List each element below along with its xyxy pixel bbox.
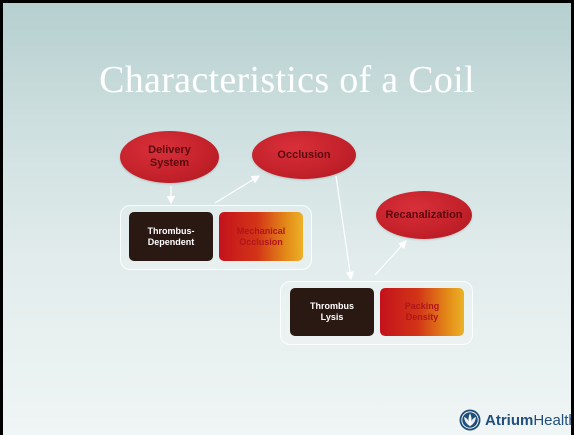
arrow-group2-to-recanalization: [374, 240, 407, 276]
node-packing-density-line2: Density: [405, 312, 439, 322]
node-recanalization-label: Recanalization: [385, 208, 463, 221]
connector-arrows: [166, 175, 407, 281]
atrium-health-logo-icon: [459, 409, 481, 431]
arrow-group1-to-occlusion: [214, 175, 261, 204]
logo-brand-light: Health: [533, 411, 574, 429]
logo-brand-bold: Atrium: [485, 411, 534, 429]
node-packing-density-line1: Packing: [404, 301, 440, 311]
node-mechanical-occlusion-line1: Mechanical: [236, 225, 286, 236]
node-thrombus-dependent-line1: Thrombus-: [147, 225, 195, 236]
node-thrombus-lysis-line2: Lysis: [320, 312, 344, 322]
node-thrombus-lysis: Thrombus Lysis: [290, 288, 374, 336]
atrium-health-logo: AtriumHealth: [459, 409, 574, 431]
node-mechanical-occlusion-line2: Occlusion: [239, 236, 283, 247]
arrow-occlusion-to-group2: [335, 175, 355, 281]
node-thrombus-lysis-line1: Thrombus: [310, 301, 354, 311]
node-recanalization: Recanalization: [376, 191, 472, 239]
node-delivery-system: Delivery System: [120, 131, 219, 183]
node-delivery-system-line2: System: [149, 157, 190, 169]
node-occlusion-label: Occlusion: [277, 148, 331, 161]
slide-title: Characteristics of a Coil: [99, 59, 475, 101]
node-thrombus-dependent: Thrombus- Dependent: [129, 212, 213, 261]
node-thrombus-dependent-line2: Dependent: [147, 236, 195, 247]
node-occlusion: Occlusion: [252, 131, 356, 179]
node-mechanical-occlusion: Mechanical Occlusion: [219, 212, 303, 261]
node-delivery-system-line1: Delivery: [148, 144, 191, 156]
node-packing-density: Packing Density: [380, 288, 464, 336]
logo-wordmark: AtriumHealth: [485, 411, 574, 429]
